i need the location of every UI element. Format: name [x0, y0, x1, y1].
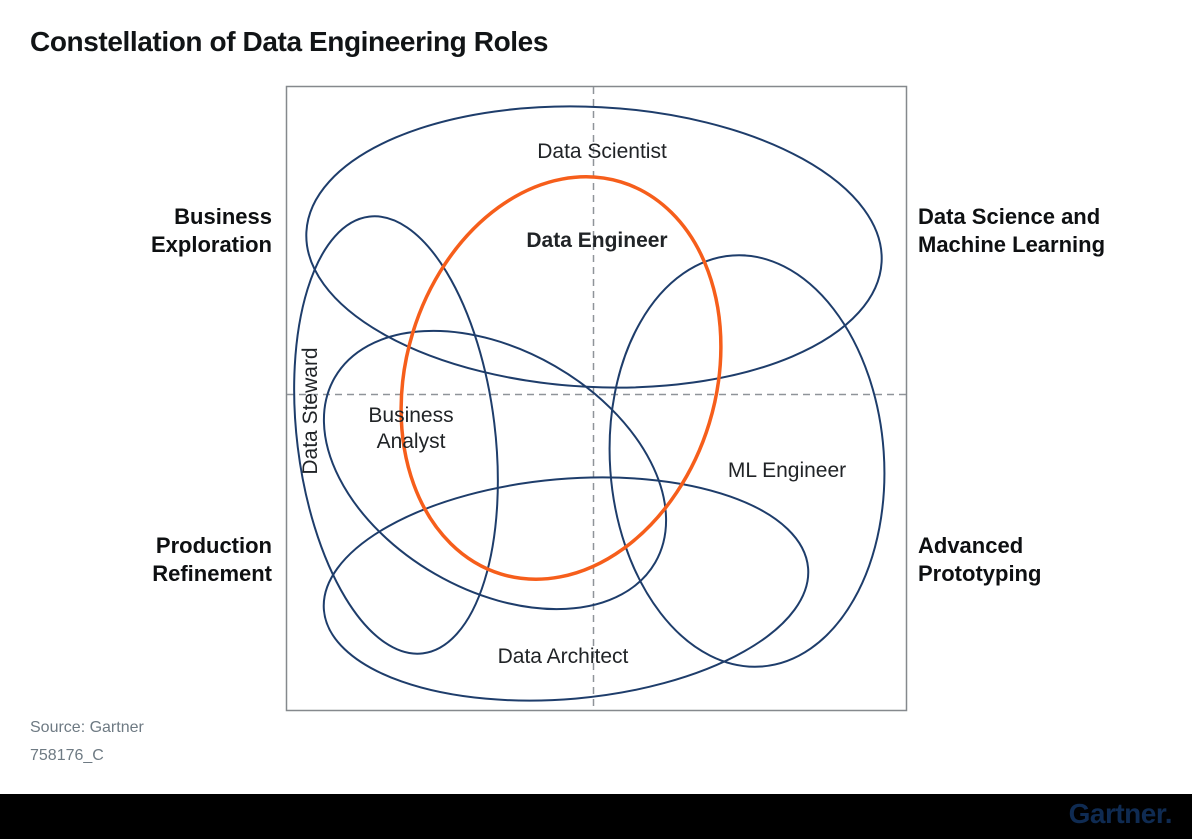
role-label-data-steward: Data Steward	[299, 347, 322, 475]
quadrant-label-production-refinement: Production Refinement	[152, 533, 272, 586]
role-ellipse-data-steward	[293, 215, 499, 655]
page-title: Constellation of Data Engineering Roles	[30, 26, 549, 57]
role-ellipse-data-architect	[322, 476, 810, 702]
footer-bar: Gartner.	[0, 794, 1192, 839]
role-ellipse-business-analyst	[322, 329, 668, 611]
role-label-data-engineer: Data Engineer	[526, 229, 668, 252]
gartner-logo: Gartner.	[1068, 798, 1173, 829]
source-line: Source: Gartner	[30, 719, 144, 736]
quadrant-label-advanced-prototyping: Advanced Prototyping	[918, 533, 1042, 586]
doc-id: 758176_C	[30, 747, 104, 764]
role-label-data-architect: Data Architect	[497, 645, 629, 668]
role-label-data-scientist: Data Scientist	[537, 140, 667, 163]
role-label-ml-engineer: ML Engineer	[727, 459, 847, 482]
quadrant-label-business-exploration: Business Exploration	[150, 204, 272, 257]
role-ellipse-ml-engineer	[608, 254, 886, 668]
quadrant-label-data-science-and-machine-learning: Data Science and Machine Learning	[918, 204, 1106, 257]
chart-frame	[285, 85, 908, 712]
role-label-business-analyst: Business Analyst	[368, 404, 454, 453]
role-ellipse-data-engineer	[399, 175, 723, 581]
